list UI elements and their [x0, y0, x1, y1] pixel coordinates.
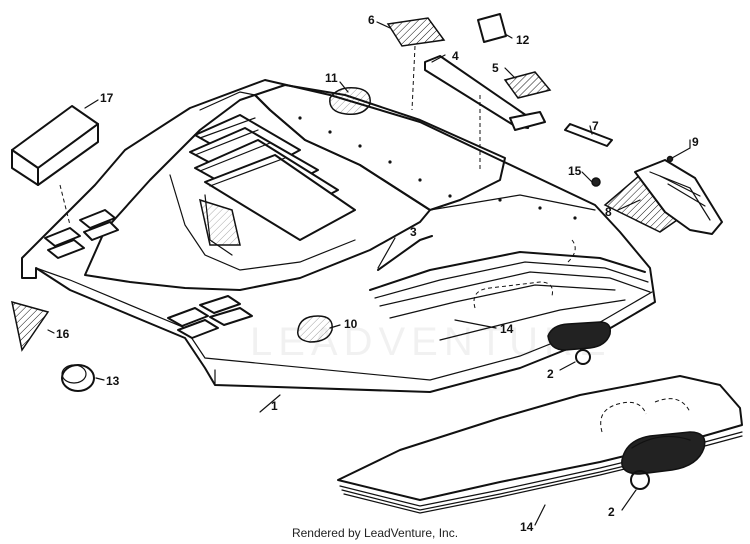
callout-6: 6: [368, 13, 375, 27]
callout-9: 9: [692, 135, 699, 149]
callout-labels: 1 2 2 3 4 5 6 7 8 9 10 11 12 13 14 14 15…: [56, 13, 699, 534]
callout-1: 1: [271, 399, 278, 413]
callout-10: 10: [344, 317, 358, 331]
callout-17: 17: [100, 91, 114, 105]
footer-credit: Rendered by LeadVenture, Inc.: [291, 526, 459, 540]
callout-8: 8: [605, 205, 612, 219]
callout-11: 11: [325, 71, 338, 85]
callout-2-detail: 2: [608, 505, 615, 519]
part-4-bracket: [424, 55, 546, 170]
leader-lines: [47, 21, 691, 526]
hood-body: [21, 79, 656, 393]
part-3-rod: [377, 235, 433, 271]
part-13-cap: [61, 364, 95, 392]
part-12-decal: [477, 13, 507, 43]
callout-2-hood: 2: [547, 367, 554, 381]
part-5-decal: [503, 71, 552, 99]
part-11-decal: [329, 86, 371, 116]
stripe-detail-inset: [337, 375, 743, 514]
callout-5: 5: [492, 61, 499, 75]
hood-louvers: [189, 114, 356, 241]
callout-4: 4: [452, 49, 459, 63]
part-15-clip: [591, 177, 601, 187]
rivet-dots: [298, 116, 577, 220]
stripe-detail-logo: [621, 431, 706, 490]
part-17-manual-box: [11, 105, 99, 226]
callout-13: 13: [106, 374, 120, 388]
hood-logo: [547, 321, 612, 365]
part-6-decal: [386, 17, 446, 111]
part-7-trim: [564, 123, 613, 147]
part-10-decal: [297, 315, 333, 343]
callout-7: 7: [592, 119, 599, 133]
callout-14-detail: 14: [520, 520, 534, 534]
left-side-vents: [44, 209, 119, 259]
callout-12: 12: [516, 33, 530, 47]
callout-16: 16: [56, 327, 70, 341]
front-vents: [167, 295, 253, 339]
part-16-wedge: [11, 300, 50, 352]
hood-side-stripe: [369, 251, 651, 341]
callout-14-hood: 14: [500, 322, 514, 336]
vent-cover: [634, 159, 723, 235]
callout-15: 15: [568, 164, 582, 178]
part-9-screw: [666, 147, 691, 163]
callout-3: 3: [410, 225, 417, 239]
